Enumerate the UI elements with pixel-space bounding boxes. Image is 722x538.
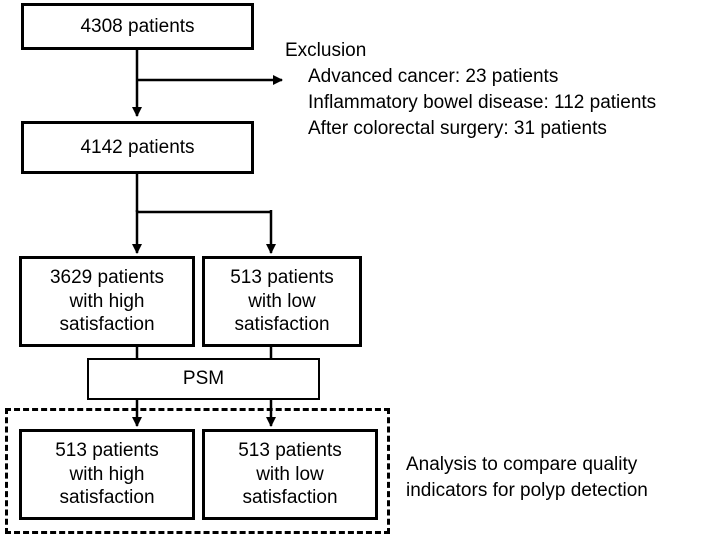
matched-low-satisfaction-box: 513 patients with low satisfaction [202,429,378,520]
low-satisfaction-text: 513 patients with low satisfaction [230,267,334,336]
matched-high-satisfaction-box: 513 patients with high satisfaction [19,429,195,520]
psm-text: PSM [182,368,225,390]
exclusion-item-advanced-cancer: Advanced cancer: 23 patients [308,66,559,87]
exclusion-item-colorectal-surgery: After colorectal surgery: 31 patients [308,118,607,139]
after-exclusion-text: 4142 patients [80,136,195,158]
matched-low-satisfaction-text: 513 patients with low satisfaction [238,440,342,509]
exclusion-item-ibd: Inflammatory bowel disease: 112 patients [308,92,657,113]
analysis-note: Analysis to compare quality indicators f… [406,454,648,501]
high-satisfaction-box: 3629 patients with high satisfaction [19,256,195,347]
exclusion-title: Exclusion [285,40,367,61]
low-satisfaction-box: 513 patients with low satisfaction [202,256,362,347]
total-patients-box: 4308 patients [21,3,254,50]
total-patients-text: 4308 patients [80,15,195,37]
matched-high-satisfaction-text: 513 patients with high satisfaction [55,440,159,509]
high-satisfaction-text: 3629 patients with high satisfaction [49,267,165,336]
analysis-group-dashed-frame [5,408,390,534]
psm-box: PSM [87,358,320,400]
after-exclusion-box: 4142 patients [21,121,254,174]
